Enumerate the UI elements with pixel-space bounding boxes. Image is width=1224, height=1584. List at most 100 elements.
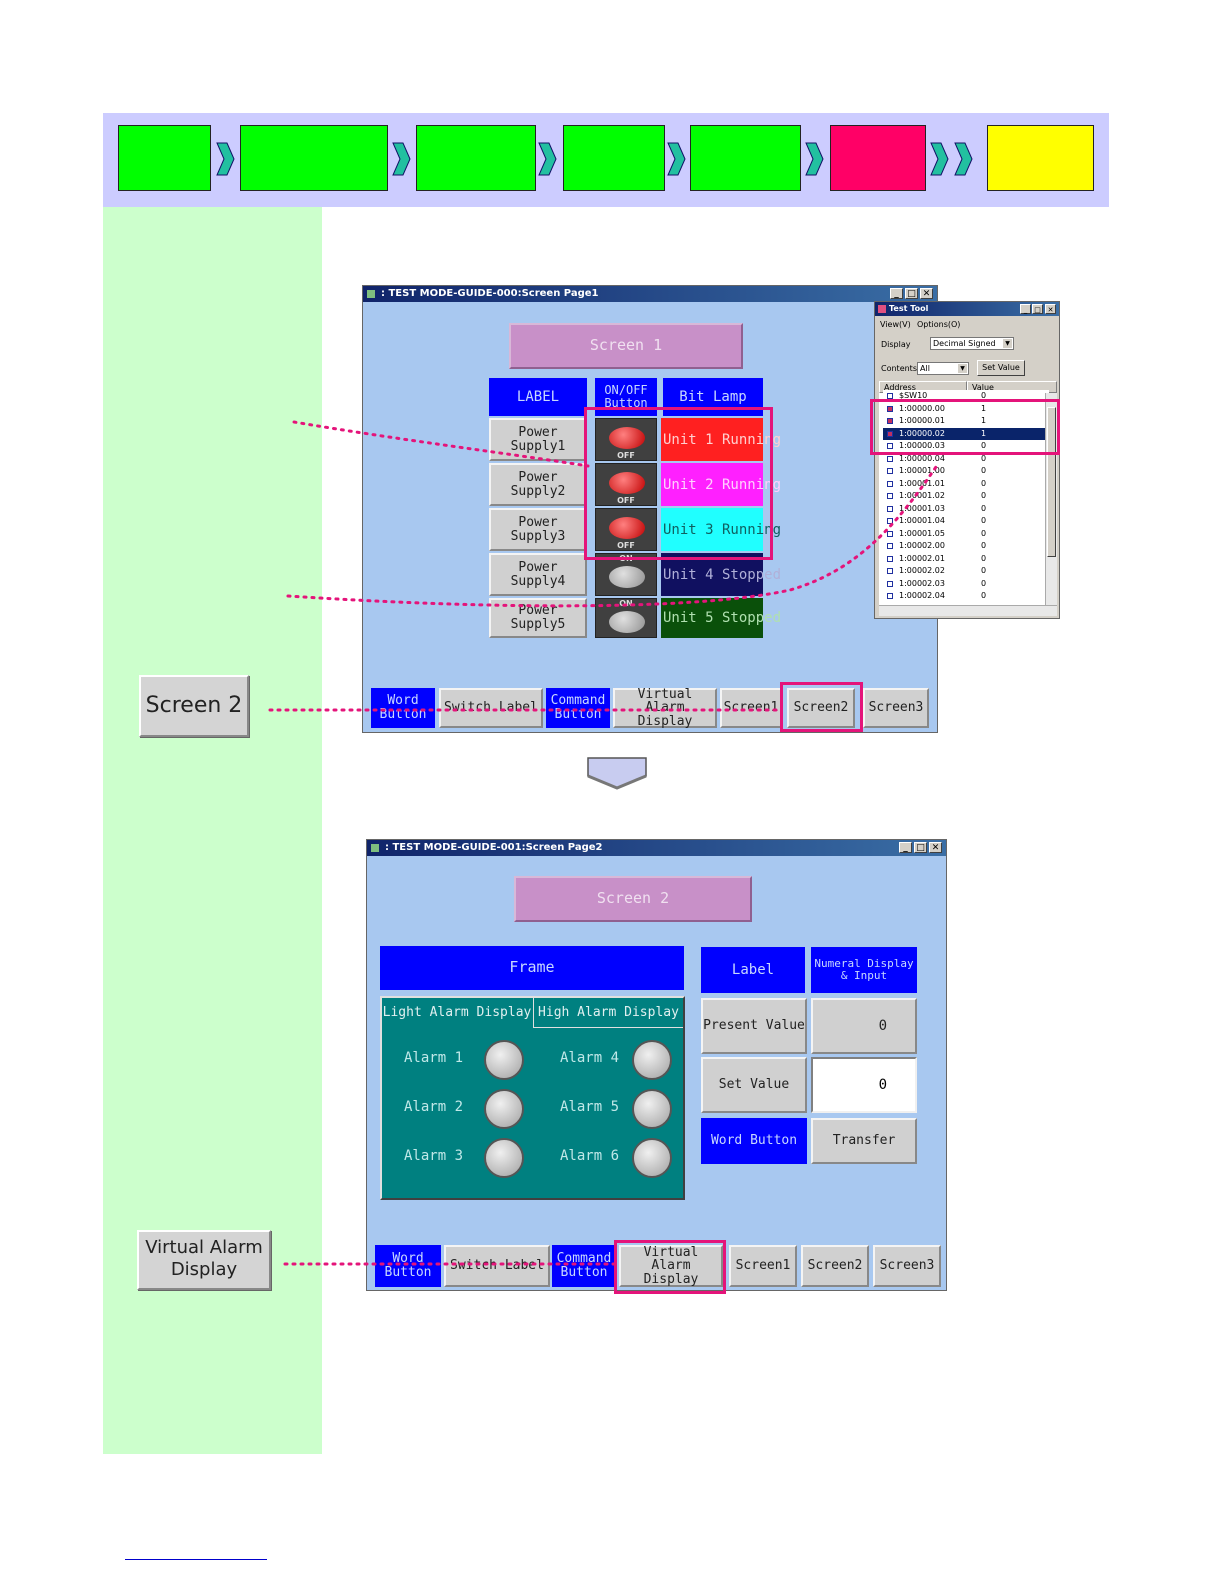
nav-screen2[interactable]: Screen2 — [801, 1245, 869, 1287]
checkbox-icon[interactable] — [887, 543, 893, 549]
display-select[interactable]: Decimal Signed ▼ — [930, 337, 1014, 350]
screen-page2-window: : TEST MODE-GUIDE-001:Screen Page2 _ □ ✕… — [366, 839, 947, 1294]
close-icon[interactable]: ✕ — [1045, 304, 1056, 314]
checkbox-icon[interactable] — [887, 393, 893, 399]
checkbox-icon[interactable] — [887, 493, 893, 499]
row-label-5: Power Supply5 — [489, 598, 587, 638]
maximize-icon[interactable]: □ — [905, 288, 918, 299]
row-value: 0 — [981, 503, 987, 513]
minimize-icon[interactable]: _ — [1020, 304, 1031, 314]
menu-options[interactable]: Options(O) — [917, 320, 961, 329]
checkbox-icon[interactable] — [887, 443, 893, 449]
label-header: LABEL — [489, 378, 587, 416]
red-switch-icon — [609, 427, 645, 449]
nav-screen3[interactable]: Screen3 — [863, 688, 929, 728]
nav-word-button[interactable]: Word Button — [375, 1245, 441, 1287]
row-value: 0 — [981, 491, 987, 500]
checkbox-icon[interactable] — [887, 430, 893, 437]
set-value-input[interactable]: 0 — [811, 1057, 917, 1113]
checkbox-icon[interactable] — [887, 468, 893, 474]
bit-lamp-5: Unit 5 Stopped — [661, 598, 781, 638]
nav-line: Button — [384, 1265, 432, 1280]
checkbox-icon[interactable] — [887, 505, 893, 512]
checkbox-icon[interactable] — [887, 418, 893, 424]
screen-page1-window: : TEST MODE-GUIDE-000:Screen Page1 _ □ ✕… — [362, 285, 938, 733]
minimize-icon[interactable]: _ — [899, 842, 912, 853]
chevron-right-icon — [216, 142, 235, 176]
transfer-button[interactable]: Transfer — [811, 1118, 917, 1164]
minimize-icon[interactable]: _ — [890, 288, 903, 299]
row-address: 1:00002.00 — [899, 541, 945, 550]
nav-command-button[interactable]: Command Button — [546, 688, 610, 728]
nav-word-button[interactable]: Word Button — [371, 688, 435, 728]
row-value: 1 — [981, 416, 987, 425]
close-icon[interactable]: ✕ — [929, 842, 942, 853]
word-button[interactable]: Word Button — [701, 1118, 807, 1164]
window-title: Test Tool — [889, 304, 929, 313]
close-icon[interactable]: ✕ — [920, 288, 933, 299]
nav-command-button[interactable]: Command Button — [552, 1245, 616, 1287]
vertical-scrollbar[interactable] — [1045, 393, 1057, 605]
row-value: 0 — [981, 591, 987, 600]
set-value-button[interactable]: Set Value — [977, 360, 1025, 376]
nav-virtual-alarm[interactable]: Virtual Alarm Display — [613, 687, 717, 728]
tab-high-alarm[interactable]: High Alarm Display — [533, 998, 683, 1028]
menu-view[interactable]: View(V) — [880, 320, 911, 329]
checkbox-icon[interactable] — [887, 580, 893, 587]
step-4 — [563, 125, 665, 191]
onoff-button-1[interactable]: OFF — [595, 418, 657, 461]
nav-screen1[interactable]: Screen1 — [729, 1245, 797, 1287]
app-icon — [367, 290, 375, 298]
checkbox-icon[interactable] — [887, 555, 893, 562]
checkbox-icon[interactable] — [887, 593, 893, 599]
bit-lamp-1: Unit 1 Running — [661, 418, 781, 461]
step-5 — [690, 125, 801, 191]
checkbox-icon[interactable] — [887, 530, 893, 537]
checkbox-icon[interactable] — [887, 518, 893, 524]
nav-virtual-alarm[interactable]: Virtual Alarm Display — [619, 1245, 723, 1287]
row-address: 1:00002.01 — [899, 553, 945, 563]
checkbox-icon[interactable] — [887, 455, 893, 462]
row-address: 1:00000.00 — [899, 403, 945, 413]
nav-switch-label[interactable]: Switch Label — [439, 688, 543, 728]
nav-screen1[interactable]: Screen1 — [720, 688, 782, 728]
chevron-right-icon — [538, 142, 557, 176]
contents-select[interactable]: All ▼ — [917, 362, 969, 375]
maximize-icon[interactable]: □ — [914, 842, 927, 853]
checkbox-icon[interactable] — [887, 480, 893, 487]
alarm-lamp-icon — [484, 1138, 524, 1178]
display-select-value: Decimal Signed — [933, 339, 996, 348]
checkbox-icon[interactable] — [887, 405, 893, 412]
nav-line: Command — [556, 1251, 612, 1267]
tab-light-alarm[interactable]: Light Alarm Display — [382, 998, 532, 1028]
nav-line: Virtual Alarm — [643, 1244, 699, 1274]
onoff-button-5[interactable]: ON — [595, 598, 657, 638]
switch-state: OFF — [617, 451, 635, 460]
nav-screen2[interactable]: Screen2 — [787, 688, 855, 728]
nav-switch-label[interactable]: Switch Label — [444, 1245, 550, 1287]
scrollbar-thumb[interactable] — [1047, 407, 1056, 557]
nav-screen3[interactable]: Screen3 — [873, 1245, 941, 1287]
active-addresses-highlight — [870, 399, 1060, 455]
checkbox-icon[interactable] — [887, 568, 893, 574]
switch-state: ON — [619, 599, 633, 608]
horizontal-scrollbar[interactable] — [879, 605, 1057, 616]
app-icon — [878, 305, 886, 313]
maximize-icon[interactable]: □ — [1032, 304, 1043, 314]
